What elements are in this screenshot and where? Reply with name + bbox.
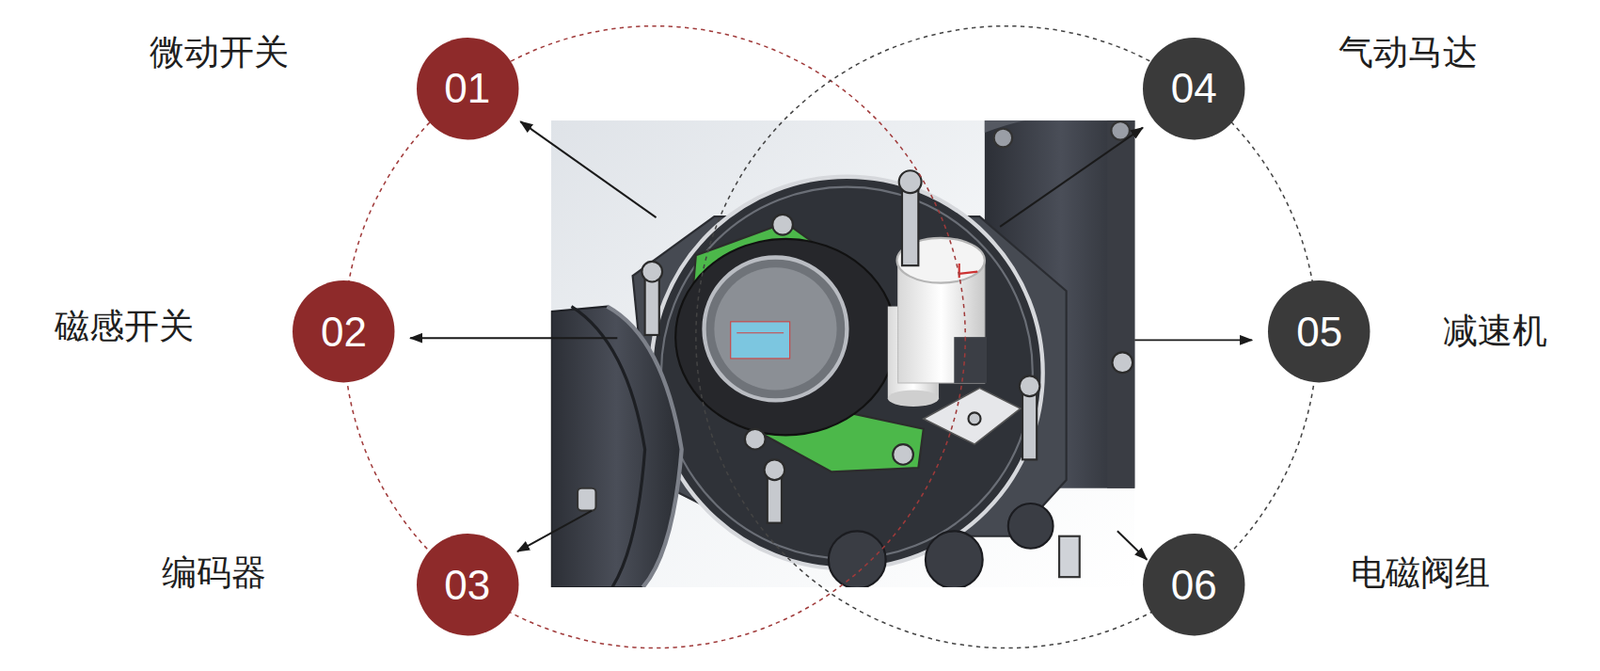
part-name: 微动开关 [149,32,289,74]
callout-badge: 03 [416,533,519,635]
callout-number: 06 [1171,564,1218,606]
badge-body: 05 [1267,280,1370,382]
callout-badge: 06 [1142,533,1245,635]
badge-fill [1142,37,1245,140]
callout-number: 02 [320,311,367,353]
badge-body: 06 [1142,533,1245,635]
part-name: 电磁阀组 [1350,553,1490,594]
callout-number: 01 [443,67,491,110]
badge-fill [292,280,395,382]
part-name: 磁感开关 [54,306,194,348]
badge-fill [416,37,519,140]
part-name: 气动马达 [1338,32,1478,74]
render [551,120,1136,587]
badge-fill [1142,533,1245,635]
group-ring [696,26,1318,649]
callout-badge: 05 [1267,280,1370,382]
callout-number: 03 [443,564,491,606]
part-name: 编码器 [161,553,267,594]
callout-badge: 02 [292,280,395,382]
badge-body: 02 [292,280,395,382]
callout-badge: 04 [1142,37,1245,140]
leader-lines [410,121,1252,560]
badge-body: 01 [416,37,519,140]
callout-badge: 01 [416,37,519,140]
part-name: 减速机 [1442,311,1548,352]
badge-body: 03 [416,533,519,635]
badge-fill [416,533,519,635]
callout-number: 04 [1171,67,1218,110]
group-ring [344,26,967,649]
callout-number: 05 [1296,311,1343,353]
badge-body: 04 [1142,37,1245,140]
badge-fill [1267,280,1370,382]
